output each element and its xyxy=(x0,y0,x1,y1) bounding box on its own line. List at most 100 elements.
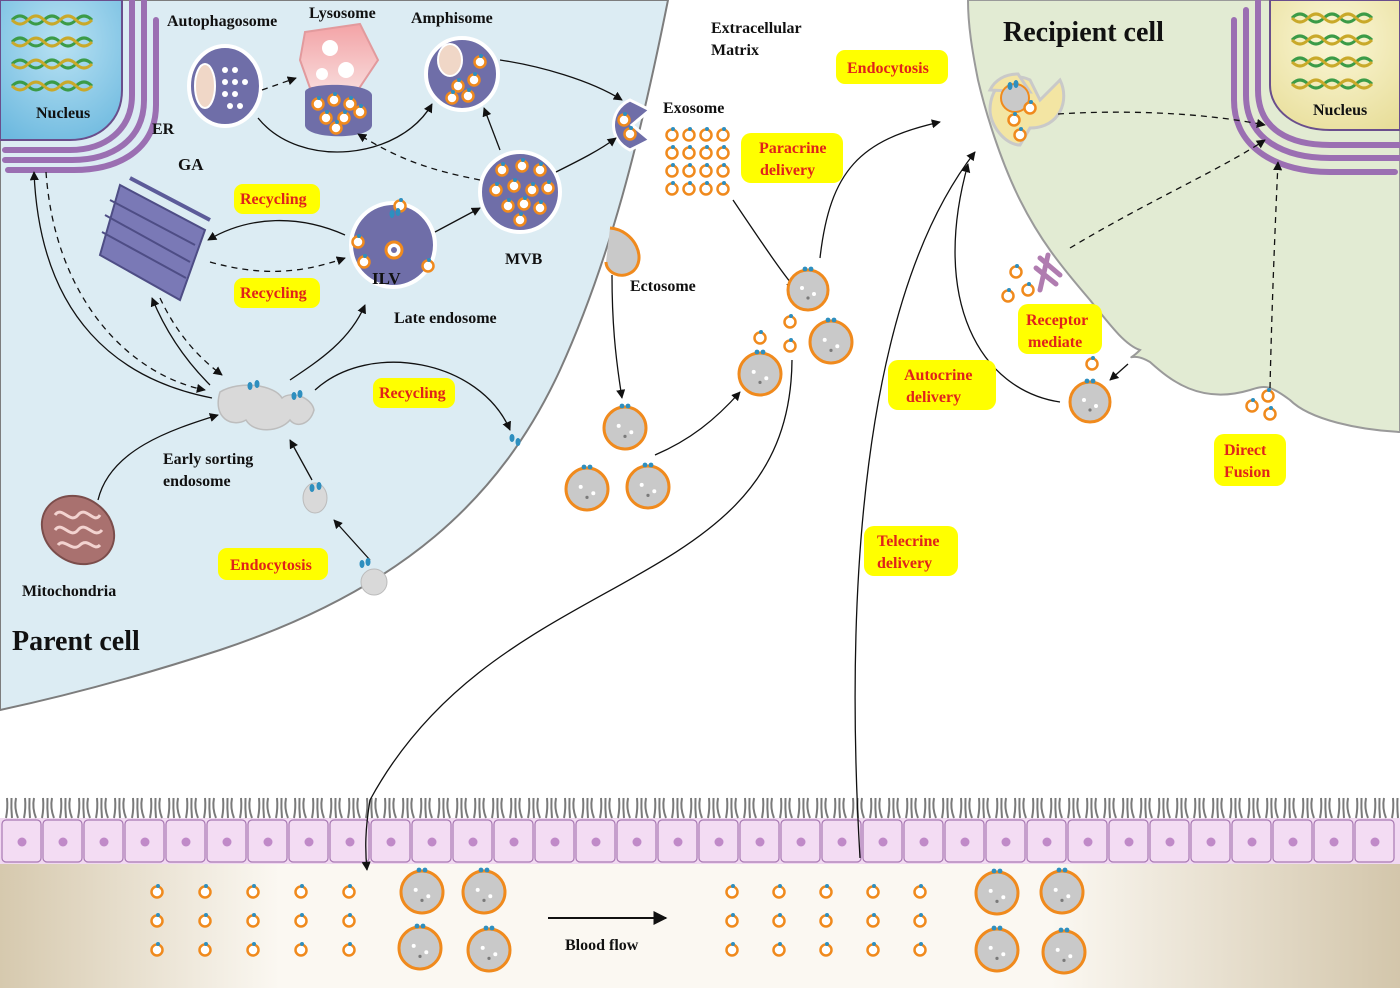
small-ev xyxy=(772,913,786,928)
arrow-autophagosome-amphisome xyxy=(257,103,433,153)
small-ev xyxy=(489,182,503,197)
small-ev xyxy=(525,182,539,197)
small-ev xyxy=(246,884,260,899)
cilium xyxy=(905,797,909,819)
arrow-early-endosome-ga xyxy=(150,297,211,386)
cilium xyxy=(761,797,765,819)
cell-nucleus xyxy=(58,837,68,847)
small-ev xyxy=(467,72,481,87)
cilium xyxy=(374,797,379,819)
small-ev xyxy=(337,110,351,125)
cilium xyxy=(1121,797,1125,819)
tag-text: Recycling xyxy=(240,191,307,208)
cilium xyxy=(982,797,985,819)
cilium xyxy=(815,797,819,819)
cilium xyxy=(1283,797,1287,819)
cell-nucleus xyxy=(1165,837,1175,847)
cilium xyxy=(518,797,523,819)
cell-nucleus xyxy=(919,837,929,847)
cell-nucleus xyxy=(304,837,314,847)
cilium xyxy=(239,797,243,819)
cilium xyxy=(1144,797,1147,819)
cilium xyxy=(158,797,163,819)
cell-nucleus xyxy=(427,837,437,847)
cilium xyxy=(752,797,757,819)
cilium xyxy=(545,797,549,819)
small-ev xyxy=(533,200,547,215)
surface-protein-group xyxy=(247,80,1019,568)
blood-vessel-lumen xyxy=(0,864,1400,988)
receptor-icon xyxy=(1033,252,1063,293)
large-ev xyxy=(397,923,443,971)
cilium xyxy=(446,797,451,819)
arrow-ectosome-ev xyxy=(654,391,741,456)
small-ev xyxy=(716,145,730,160)
cilium xyxy=(838,797,841,819)
cilium xyxy=(694,797,697,819)
cilium xyxy=(248,797,253,819)
large-ev xyxy=(1039,867,1085,915)
cilium xyxy=(1130,797,1135,819)
cilium xyxy=(1342,797,1345,819)
cilium xyxy=(311,797,315,819)
er-left xyxy=(2,0,159,173)
cilium xyxy=(1076,797,1081,819)
cilium xyxy=(1202,797,1207,819)
early-sorting-endosome xyxy=(217,384,315,431)
cell-nucleus xyxy=(1042,837,1052,847)
tag-autocrine-delivery: Autocrine delivery xyxy=(888,360,996,410)
large-ev xyxy=(786,266,830,312)
cilium xyxy=(599,797,603,819)
small-ev xyxy=(866,942,880,957)
small-ev xyxy=(517,196,531,211)
cilium xyxy=(1036,797,1039,819)
small-ev xyxy=(725,942,739,957)
cilium xyxy=(316,797,319,819)
cilium xyxy=(226,797,229,819)
small-ev xyxy=(716,127,730,142)
endocytic-vesicle xyxy=(360,568,388,596)
small-ev xyxy=(495,162,509,177)
large-ev xyxy=(1068,378,1112,424)
cilium xyxy=(455,797,459,819)
cilium xyxy=(424,797,427,819)
large-ev xyxy=(564,464,610,512)
cilium xyxy=(1157,797,1161,819)
cilium xyxy=(1355,797,1359,819)
tag-text: Endocytosis xyxy=(230,557,312,574)
small-ev-group xyxy=(150,54,1277,957)
cilium xyxy=(977,797,981,819)
tag-text: Paracrine xyxy=(759,140,827,157)
cilium xyxy=(136,797,139,819)
cilium xyxy=(784,797,787,819)
cilium xyxy=(874,797,877,819)
cilium xyxy=(1238,797,1243,819)
small-ev xyxy=(421,258,435,273)
small-ev xyxy=(342,913,356,928)
cell-nucleus xyxy=(673,837,683,847)
cilium xyxy=(50,797,55,819)
cilium xyxy=(334,797,337,819)
cilium xyxy=(1324,797,1327,819)
small-ev xyxy=(772,884,786,899)
small-ev xyxy=(913,913,927,928)
surface-protein xyxy=(254,380,260,388)
cilium xyxy=(86,797,91,819)
cilium xyxy=(1252,797,1255,819)
cilium xyxy=(464,797,469,819)
tag-text: Receptor xyxy=(1026,312,1088,329)
surface-protein xyxy=(389,210,395,218)
cell-nucleus xyxy=(468,837,478,847)
cilium xyxy=(122,797,127,819)
arrow-late-endosome-ga xyxy=(207,219,346,241)
tag-text: Direct xyxy=(1224,442,1267,459)
surface-protein xyxy=(1007,82,1013,90)
cilium xyxy=(968,797,973,819)
cilium xyxy=(658,797,661,819)
amphisome xyxy=(424,36,500,112)
small-ev xyxy=(198,942,212,957)
cilium xyxy=(1364,797,1369,819)
cilium xyxy=(1108,797,1111,819)
small-ev xyxy=(665,145,679,160)
cilium xyxy=(1216,797,1219,819)
